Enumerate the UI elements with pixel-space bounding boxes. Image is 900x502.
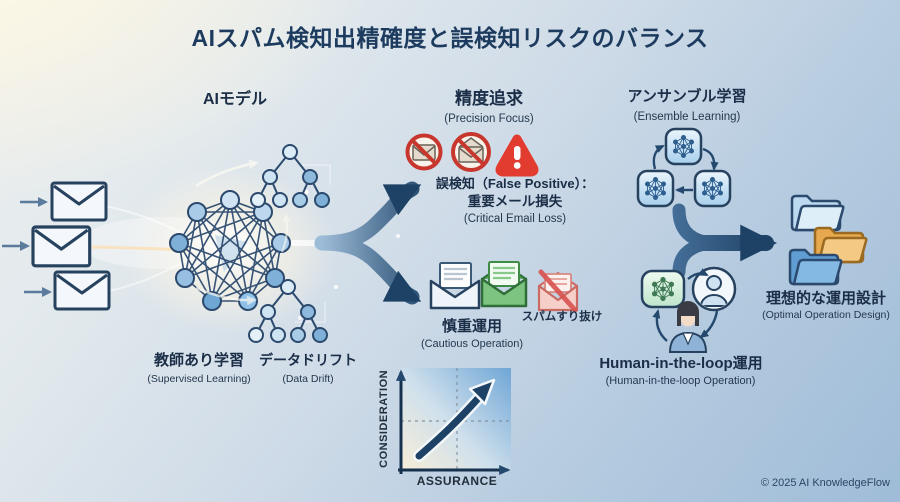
blocked-mail-icon-1 <box>405 133 443 171</box>
analyst-person-icon <box>668 301 708 353</box>
user-bubble-icon <box>691 266 737 312</box>
supervised-label-en: (Supervised Learning) <box>147 373 251 385</box>
precision-title-jp: 精度追求 <box>455 89 523 108</box>
cautious-title-jp: 慎重運用 <box>441 318 502 335</box>
copyright-notice: © 2025 AI KnowledgeFlow <box>760 477 890 489</box>
page-title: AIスパム検知出精確度と誤検知リスクのバランス <box>191 25 709 51</box>
spam-slip-envelope-icon <box>537 269 579 313</box>
hitl-cycle-arrows <box>652 268 719 342</box>
data-drift-label-jp: データドリフト <box>259 352 357 368</box>
decision-tree-icon-bottom <box>248 279 328 343</box>
hitl-title-en: (Human-in-the-loop Operation) <box>605 375 756 387</box>
false-positive-en: (Critical Email Loss) <box>463 213 567 225</box>
tradeoff-chart <box>395 368 511 476</box>
light-flow-arrows <box>195 159 292 306</box>
blocked-mail-icon-2 <box>451 132 491 172</box>
merge-arrow <box>672 203 778 279</box>
outcome-title-en: (Optimal Operation Design) <box>762 309 890 321</box>
incoming-mail-arrows <box>2 197 52 297</box>
chart-x-axis-label: ASSURANCE <box>416 474 498 488</box>
ensemble-chip-right <box>693 169 732 208</box>
chart-y-axis-label: CONSIDERATION <box>378 369 391 468</box>
open-envelope-white-icon <box>429 262 481 310</box>
ensemble-title-jp: アンサンブル学習 <box>627 88 747 105</box>
ai-model-label: AIモデル <box>202 91 267 108</box>
supervised-label-jp: 教師あり学習 <box>153 352 244 369</box>
spam-slip-label: スパムすり抜け <box>521 311 603 323</box>
false-positive-line1: 誤検知（False Positive）： <box>435 176 595 191</box>
ensemble-chip-left <box>636 169 675 208</box>
false-positive-line2: 重要メール損失 <box>467 194 563 209</box>
decision-tree-icon-top <box>250 144 330 208</box>
ensemble-cycle-arrows <box>652 144 719 195</box>
cautious-title-en: (Cautious Operation) <box>420 338 524 350</box>
folder-icon-blue <box>788 248 843 286</box>
data-drift-label-en: (Data Drift) <box>282 373 334 385</box>
fork-arrow <box>314 181 422 305</box>
folder-icon-light <box>790 194 845 232</box>
hitl-ai-chip <box>640 269 686 309</box>
ensemble-chip-top <box>664 127 703 166</box>
outcome-title-jp: 理想的な運用設計 <box>765 290 886 307</box>
ensemble-title-en: (Ensemble Learning) <box>633 111 741 123</box>
open-envelope-green-icon <box>480 261 528 308</box>
precision-title-en: (Precision Focus) <box>444 113 534 125</box>
hitl-title-jp: Human-in-the-loop運用 <box>599 355 763 372</box>
warning-triangle-icon <box>495 134 539 177</box>
